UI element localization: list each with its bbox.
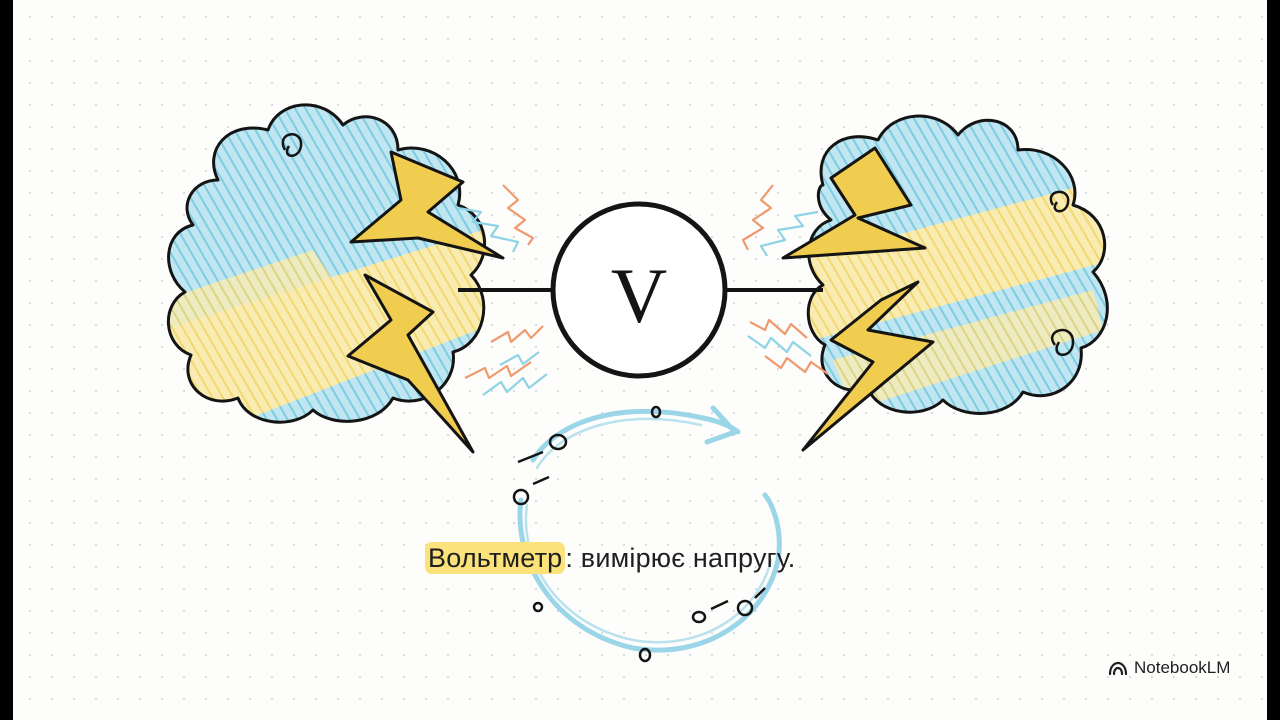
right-cloud xyxy=(806,114,1109,415)
caption-term: Вольтметр xyxy=(425,542,566,574)
electrons xyxy=(512,405,766,663)
notebooklm-logo-icon xyxy=(1108,661,1128,676)
brand-name: NotebookLM xyxy=(1134,658,1231,677)
brand-watermark: NotebookLM xyxy=(1108,658,1230,678)
left-lightning-bolts xyxy=(346,150,505,454)
left-cloud xyxy=(167,103,486,424)
left-sparks xyxy=(457,184,548,396)
caption: Вольтметр: вимірює напругу. xyxy=(425,542,796,574)
right-lightning-bolts xyxy=(781,146,935,452)
meter-circle xyxy=(550,201,728,379)
caption-definition: : вимірює напругу. xyxy=(565,543,796,573)
voltmeter-symbol: V xyxy=(458,201,823,379)
meter-letter: V xyxy=(611,252,667,339)
slide-canvas: V Вольтметр: вимірює напругу. xyxy=(13,0,1267,720)
right-sparks xyxy=(741,184,829,375)
voltmeter-illustration: V xyxy=(167,103,1109,663)
